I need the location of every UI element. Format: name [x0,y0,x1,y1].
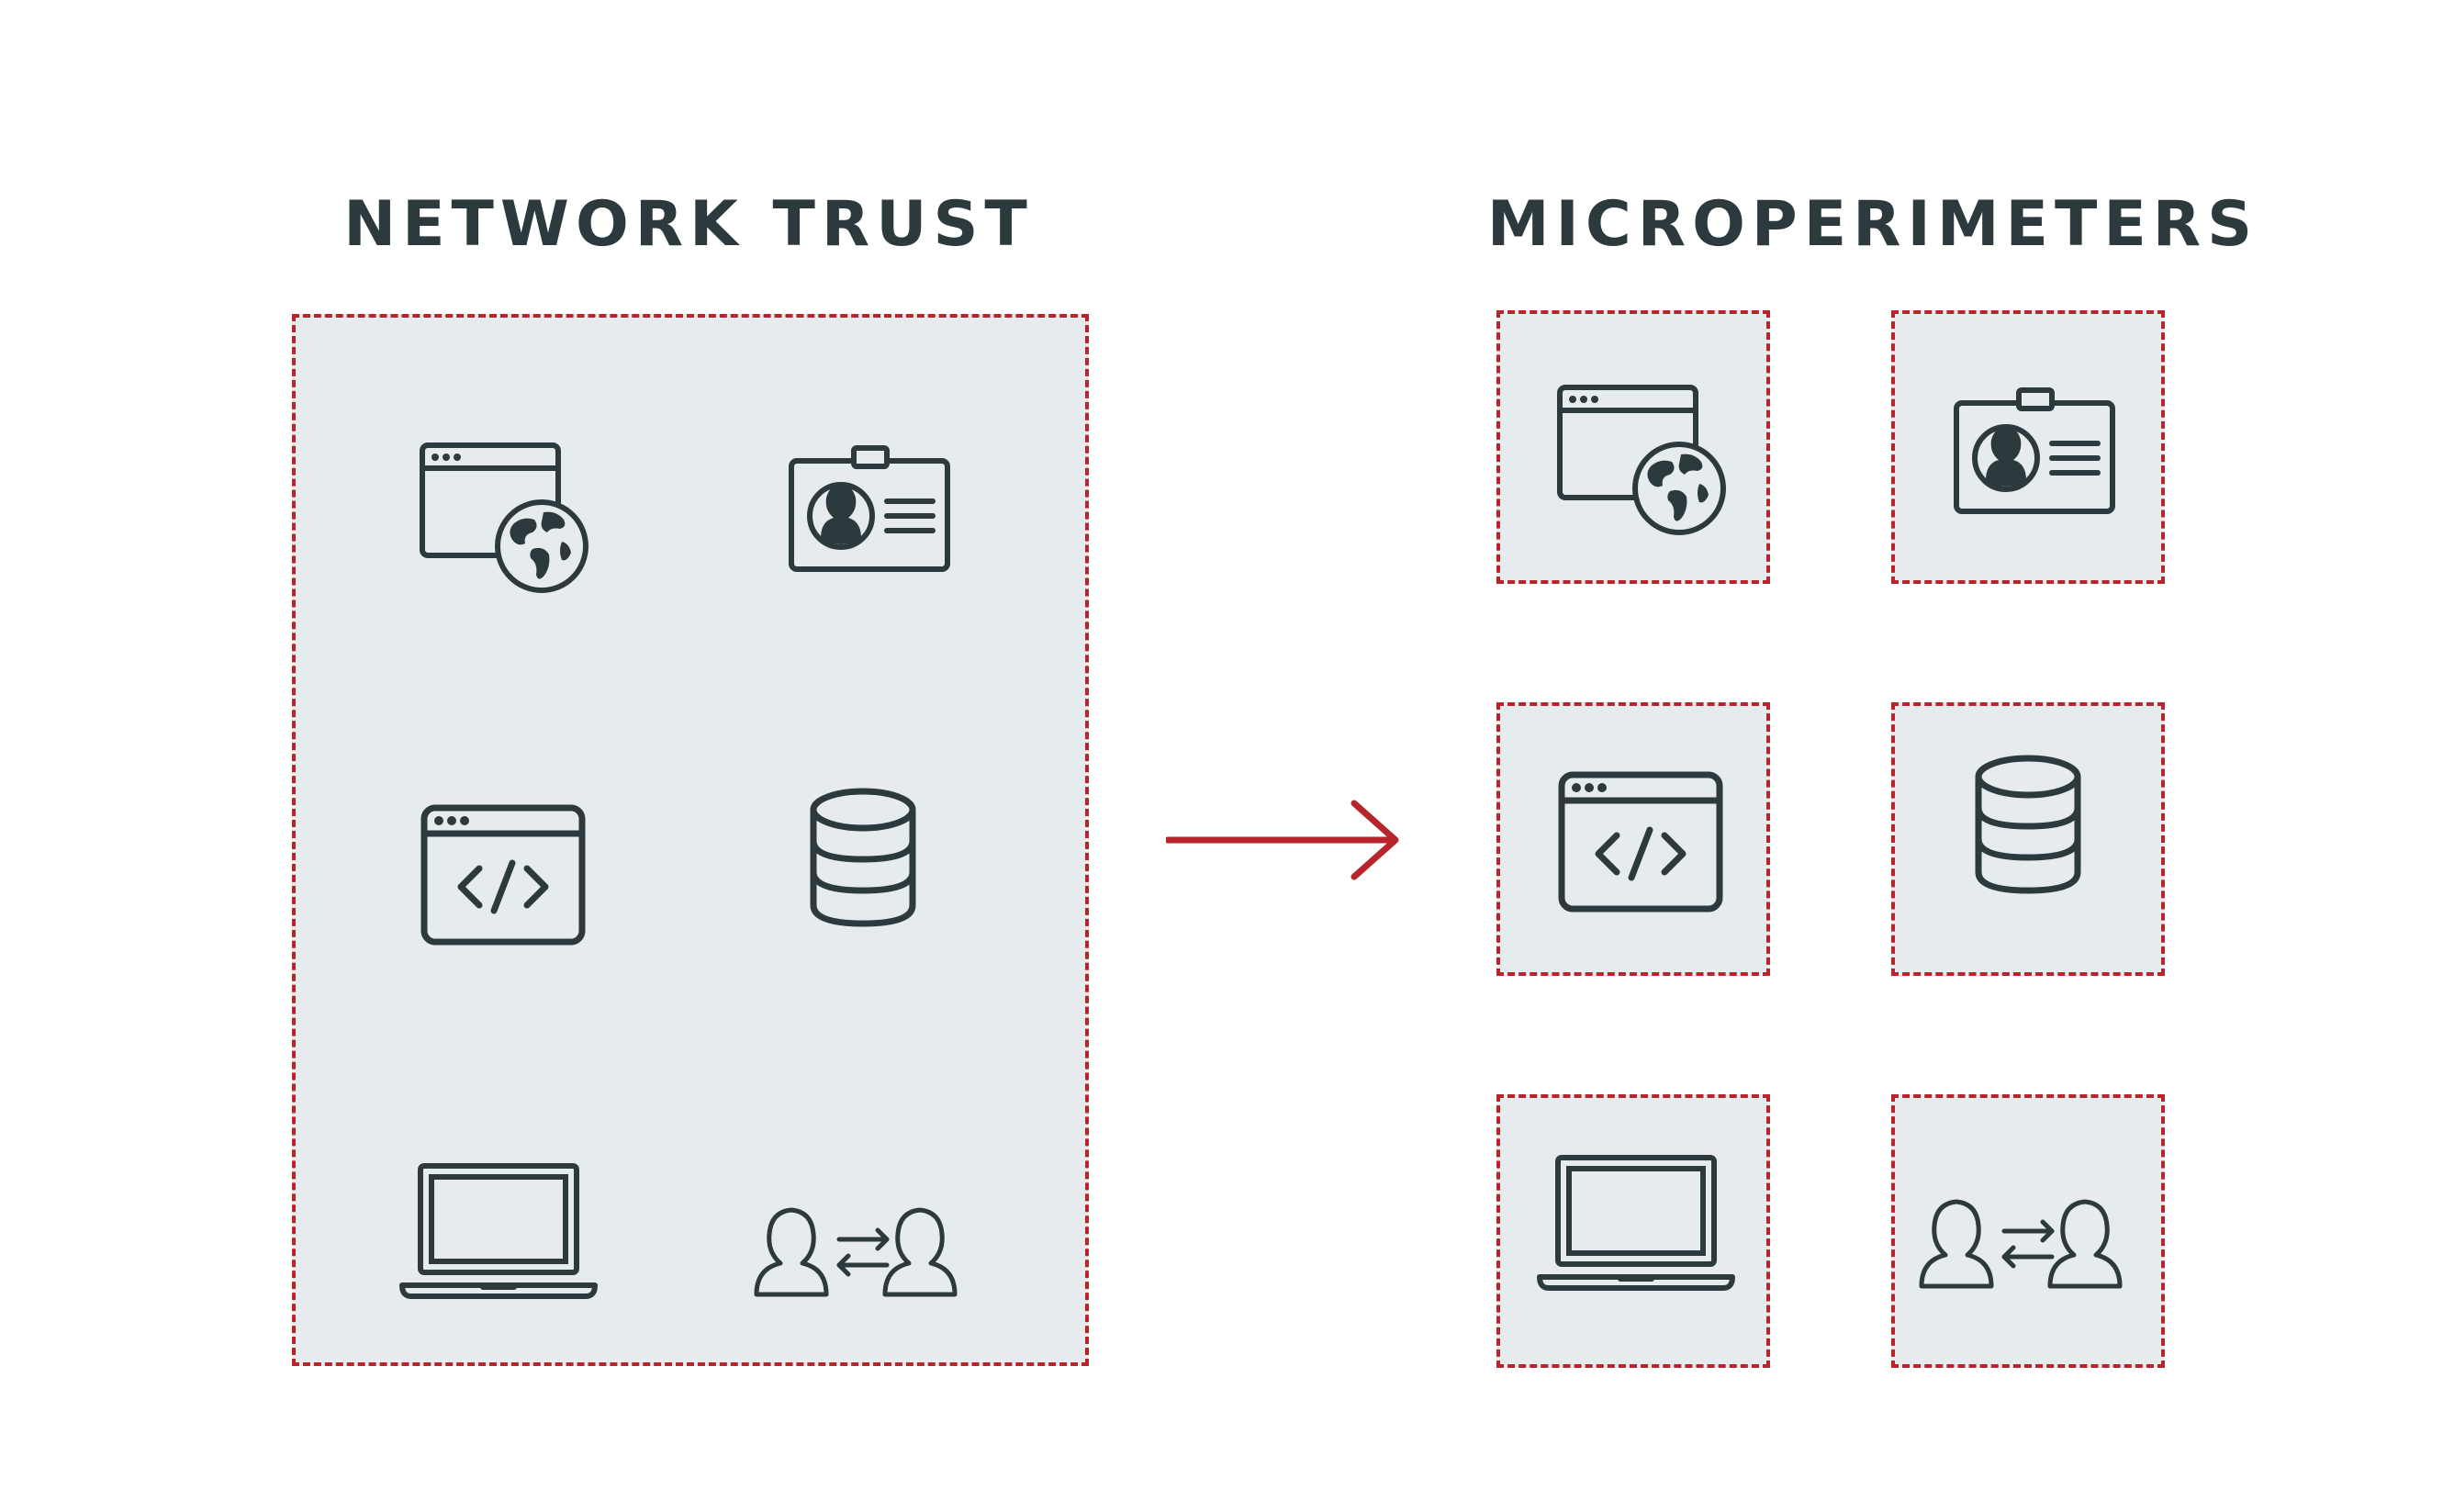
web-browser-globe-icon [386,395,606,615]
id-badge-icon [1918,337,2138,557]
user-exchange-icon [1918,1121,2138,1341]
microperimeter-box [1891,310,2165,584]
code-window-icon [1523,729,1743,949]
laptop-icon [386,1129,606,1350]
id-badge-icon [753,395,973,615]
microperimeter-box [1496,310,1770,584]
code-window-icon [386,762,606,982]
microperimeters-title: MICROPERIMETERS [1486,188,2259,261]
laptop-icon [1523,1121,1743,1341]
database-icon [753,762,973,982]
web-browser-globe-icon [1523,337,1743,557]
user-exchange-icon [753,1129,973,1350]
microperimeter-box [1496,702,1770,976]
transition-arrow [1166,799,1405,881]
microperimeter-box [1496,1094,1770,1368]
microperimeter-box [1891,702,2165,976]
network-trust-title: NETWORK TRUST [343,188,1034,261]
database-icon [1918,729,2138,949]
